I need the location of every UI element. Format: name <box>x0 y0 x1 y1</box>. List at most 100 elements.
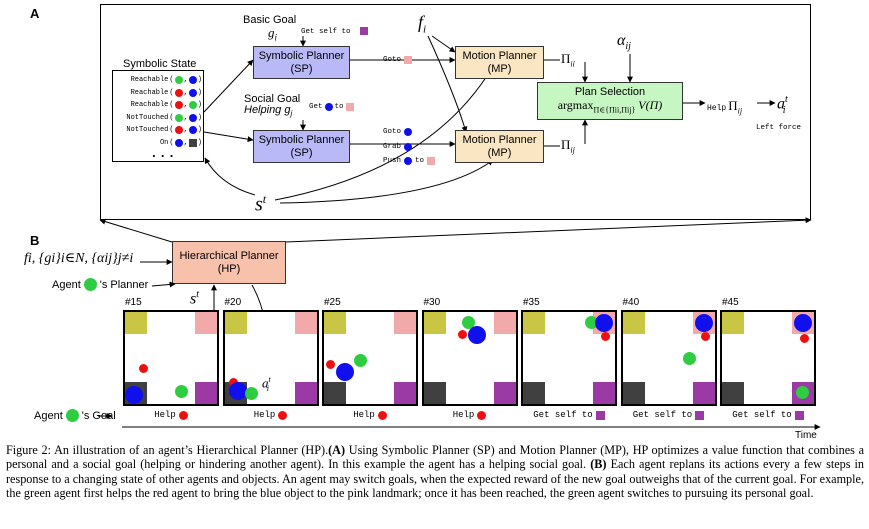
pink-landmark-icon <box>345 103 354 111</box>
panel-b-a-sup: t <box>268 375 271 384</box>
frame-goal-text: Get self to <box>533 410 593 420</box>
frame-number: #35 <box>523 297 540 308</box>
hp-abbr: (HP) <box>217 262 241 275</box>
purple-landmark-icon <box>794 410 804 420</box>
mp-basic-label: Motion Planner <box>462 49 537 62</box>
symbolic-state-ellipsis: ... <box>150 146 177 161</box>
state-row-predicate: NotTouched <box>126 113 169 122</box>
entity-dot <box>794 314 812 332</box>
motion-planner-basic: Motion Planner (MP) <box>455 46 544 79</box>
state-row-predicate: Reachable <box>130 88 169 97</box>
grab-text: Grab <box>383 143 402 151</box>
action-output-sup: t <box>785 94 788 105</box>
timeline-frame <box>720 310 816 406</box>
entity-dot <box>467 326 486 344</box>
state-row-predicate: Reachable <box>130 101 169 110</box>
frame-goal-text: Get self to <box>632 410 693 420</box>
landmark-br <box>294 382 317 404</box>
f-i-sub: i <box>423 23 427 36</box>
landmark-bl <box>523 382 545 404</box>
state-s-sup: t <box>262 192 267 206</box>
state-row-paren: ) <box>197 113 202 122</box>
state-row-entity-a <box>174 76 183 85</box>
frame-goal-text: Help <box>452 410 475 420</box>
state-row-paren: ) <box>197 126 202 135</box>
sp-basic-abbr: (SP) <box>290 62 313 75</box>
entity-dot <box>800 334 809 343</box>
agent-planner-text-2: 's Planner <box>99 278 149 291</box>
social-goal-var: Helping gj <box>244 104 292 118</box>
entity-dot <box>354 354 367 367</box>
panel-b-a-sub: i <box>266 383 269 393</box>
ps-formula-argmax: argmax <box>557 97 594 112</box>
frame-number: #15 <box>125 297 142 308</box>
entity-dot <box>244 387 258 400</box>
entity-dot <box>682 352 696 365</box>
landmark-tl <box>324 312 346 334</box>
blue-object-icon <box>404 157 413 165</box>
push-command: Push to <box>383 157 436 165</box>
entity-dot <box>139 364 148 373</box>
landmark-bl <box>622 382 645 404</box>
symbolic-state-rows: Reachable(,)Reachable(,)Reachable(,)NotT… <box>114 74 204 149</box>
entity-dot <box>601 332 610 341</box>
goto-top-command: Goto <box>383 56 413 64</box>
panel-b-s-sup: t <box>196 289 200 300</box>
state-row-entity-b <box>188 138 197 147</box>
pink-landmark-icon <box>404 56 413 64</box>
landmark-tl <box>224 312 247 334</box>
panel-b-s: s <box>190 290 197 308</box>
state-row-paren: ( <box>169 88 174 97</box>
entity-dot <box>595 314 613 332</box>
goto-bottom-command: Goto <box>383 128 413 136</box>
green-agent-icon <box>83 278 97 291</box>
state-row: NotTouched(,) <box>126 113 202 122</box>
red-agent-icon <box>278 410 288 420</box>
symbolic-state-box <box>112 70 204 162</box>
social-goal-label: Social Goal <box>244 93 301 105</box>
help-output: Help Πij <box>707 98 742 116</box>
help-pi-sub: ij <box>737 106 743 116</box>
purple-landmark-icon <box>695 410 705 420</box>
plan-selection-label: Plan Selection <box>574 85 646 98</box>
pi-ii-sub: ii <box>570 59 575 69</box>
state-s: s <box>255 193 263 216</box>
frame-goal: Help <box>322 410 418 420</box>
push-to-text: to <box>415 157 425 165</box>
entity-dot <box>700 332 710 341</box>
agent-planner-text-1: Agent <box>52 278 81 291</box>
mp-social-abbr: (MP) <box>487 146 512 159</box>
blue-object-icon <box>404 128 413 136</box>
action-output: ati <box>777 94 788 116</box>
entity-dot <box>796 386 809 399</box>
landmark-tr <box>294 312 317 334</box>
panel-a-frame <box>100 4 811 220</box>
symbolic-state-title: Symbolic State <box>123 58 197 70</box>
landmark-br <box>692 382 715 404</box>
landmark-br <box>493 382 516 404</box>
state-row-entity-b <box>188 88 197 97</box>
frame-goal: Get self to <box>621 410 717 420</box>
state-row-entity-a <box>174 88 183 97</box>
state-row-entity-b <box>188 126 197 135</box>
goto-bottom-text: Goto <box>383 128 402 136</box>
help-pi-symbol: Π <box>728 98 738 113</box>
timeline-frame <box>521 310 617 406</box>
timeline-frame <box>322 310 418 406</box>
frame-goal: Help <box>422 410 518 420</box>
social-goal-var-text: Helping g <box>244 104 291 116</box>
landmark-tr <box>493 312 516 334</box>
alpha-sub: ij <box>625 41 631 53</box>
landmark-tl <box>622 312 645 334</box>
frame-goal-text: Help <box>253 410 276 420</box>
panel-a-label: A <box>30 6 40 21</box>
state-row-paren: ( <box>169 101 174 110</box>
panel-b-a: a <box>262 375 269 391</box>
basic-goal-var-g: g <box>268 25 275 40</box>
entity-dot <box>228 382 247 400</box>
action-output-a: a <box>777 95 785 113</box>
mp-basic-abbr: (MP) <box>487 62 512 75</box>
state-row-entity-a <box>174 126 183 135</box>
state-row-paren: ) <box>197 76 202 85</box>
panel-b-s-t: st <box>190 289 199 308</box>
